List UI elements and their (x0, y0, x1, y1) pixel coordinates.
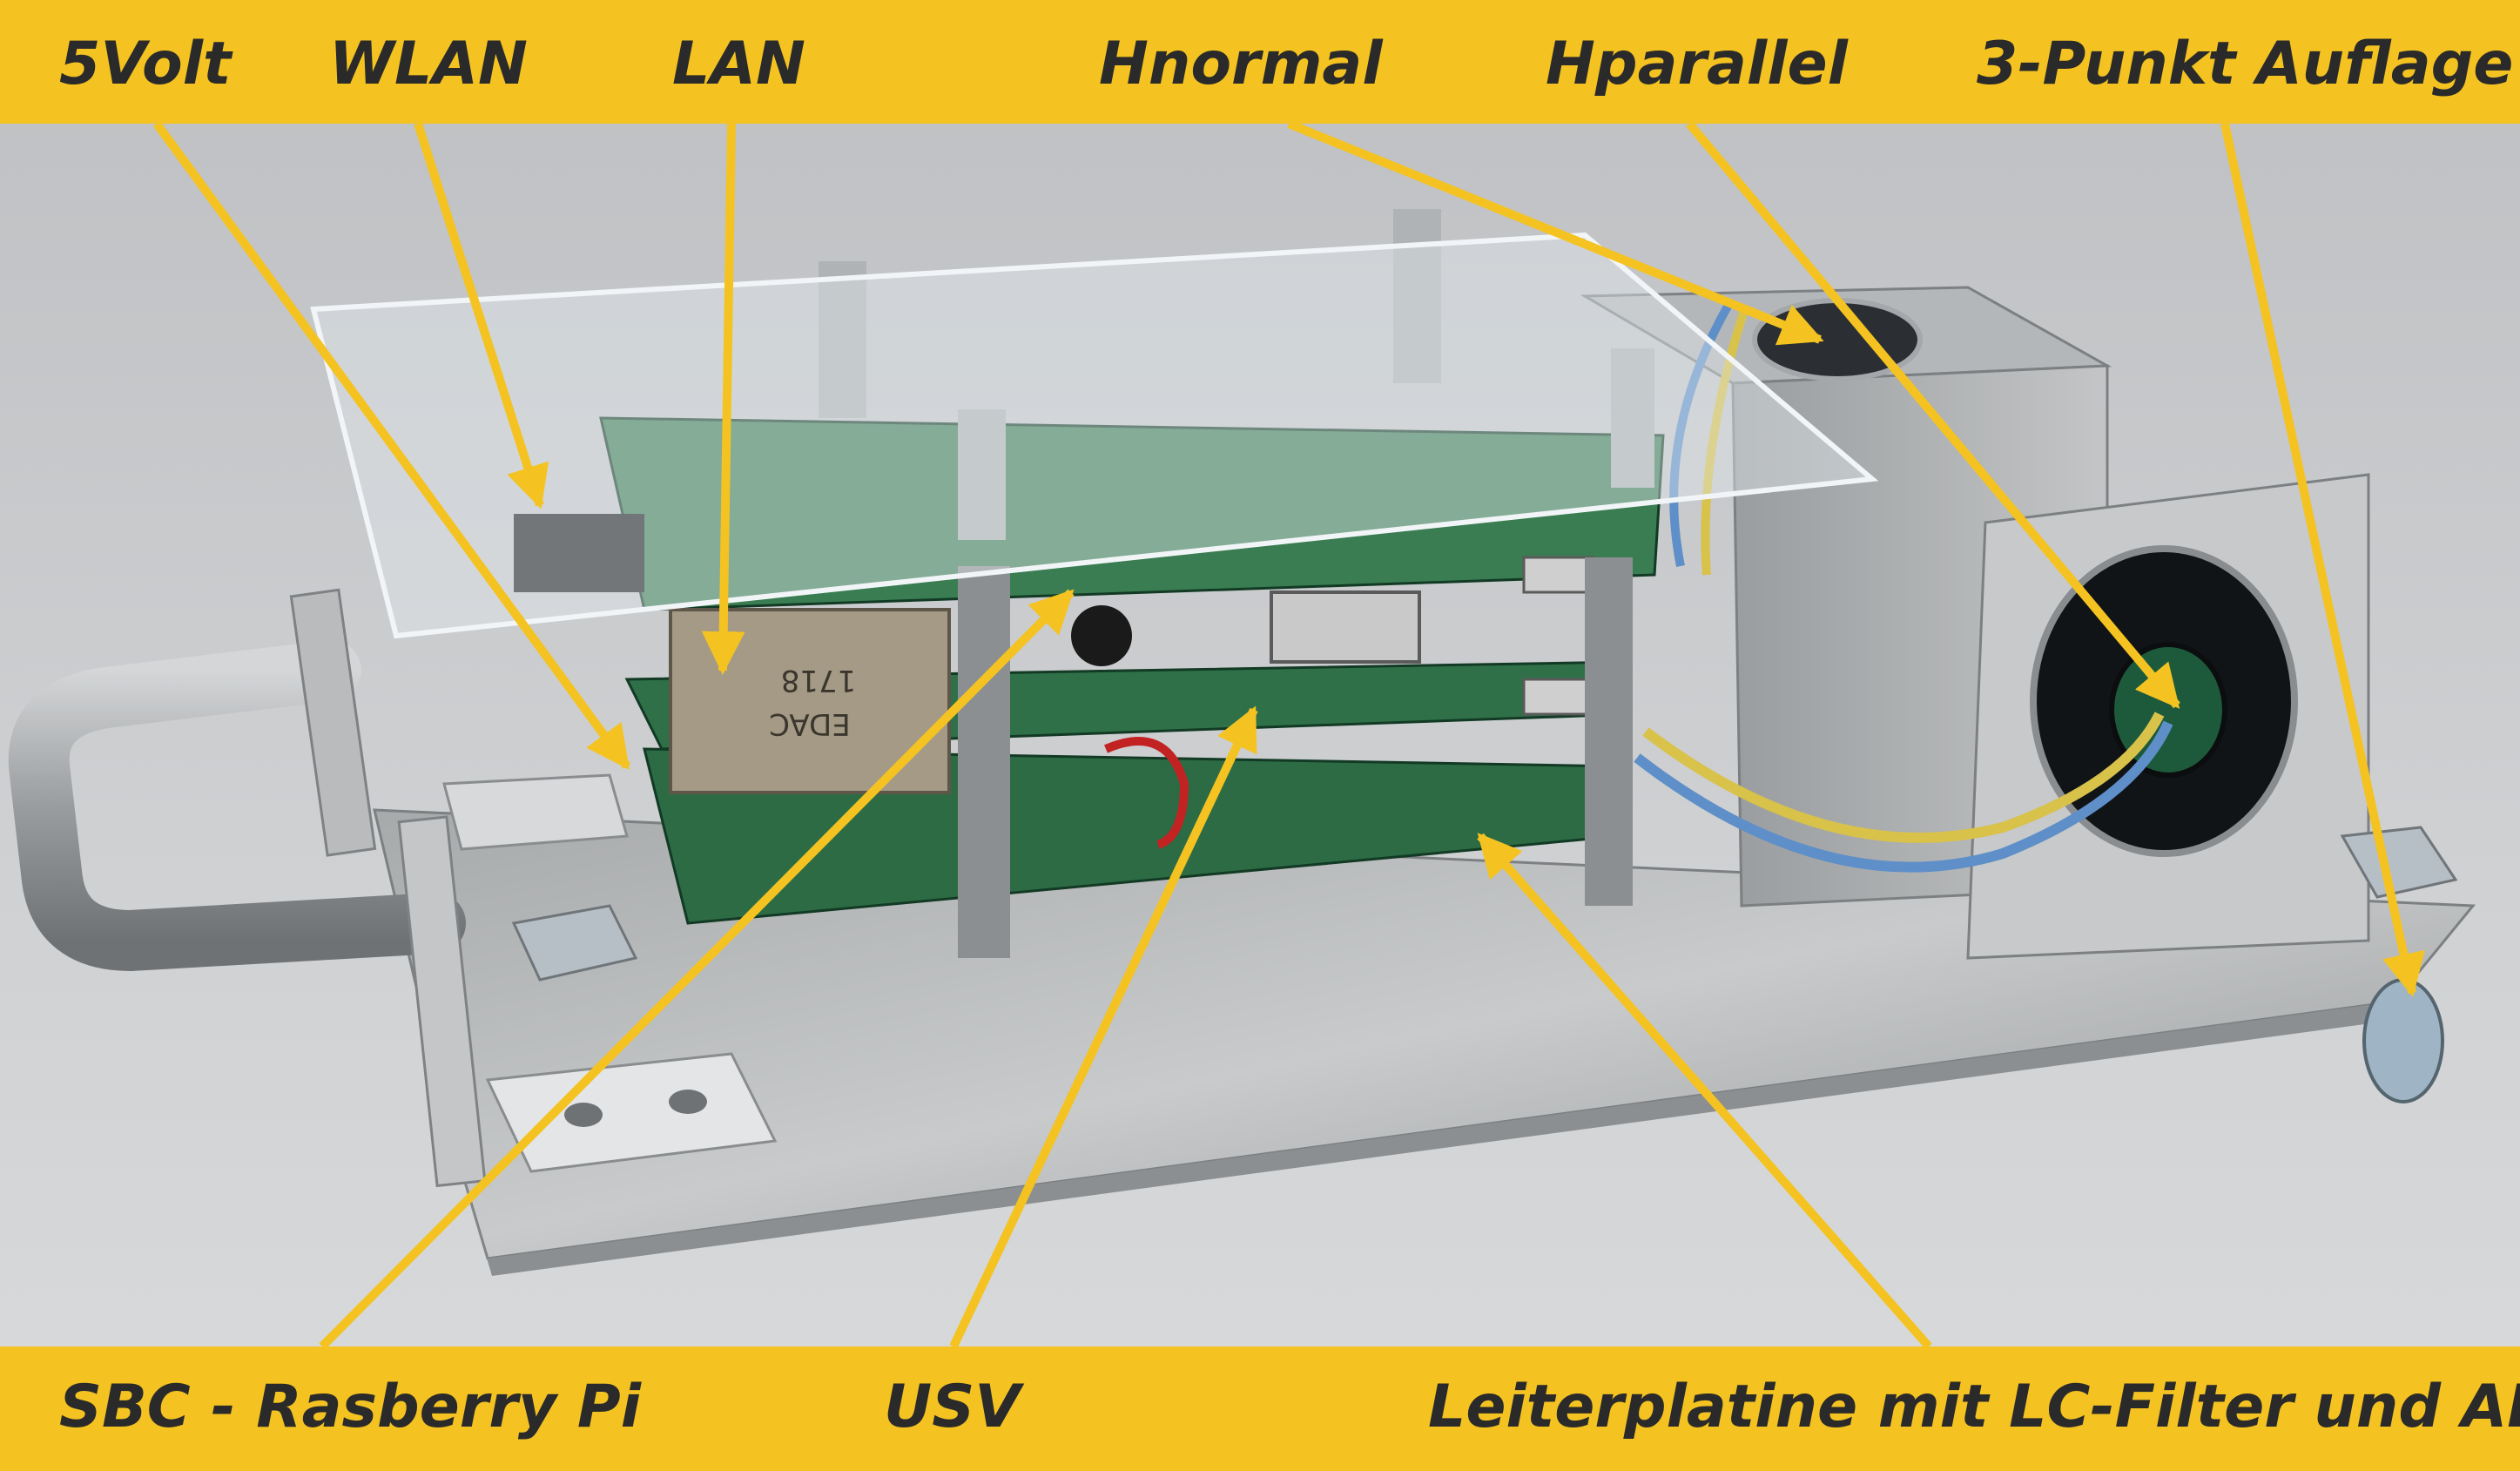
top-label-band: 5Volt WLAN LAN Hnormal Hparallel 3-Punkt… (0, 0, 2520, 124)
ethernet-port-brand: EDAC (769, 706, 850, 741)
bottom-label-band: SBC - Rasberry Pi USV Leiterplatine mit … (0, 1346, 2520, 1471)
label-3-punkt-auflage: 3-Punkt Auflage (1977, 30, 2514, 98)
label-5volt: 5Volt (59, 30, 232, 98)
standoff (958, 409, 1006, 540)
label-hparallel: Hparallel (1546, 30, 1848, 98)
bracket-foot-rear (442, 773, 629, 851)
rubber-foot (2362, 978, 2444, 1103)
wire-yellow (1642, 712, 2165, 843)
label-usv: USV (884, 1373, 1021, 1441)
bracket-hole (669, 1090, 707, 1114)
label-leiterplatine: Leiterplatine mit LC-Filter und ADC (1428, 1373, 2520, 1441)
ethernet-port-model: 1718 (781, 663, 857, 698)
standoff (1611, 348, 1654, 488)
carry-handle (8, 640, 466, 972)
bracket-hole (564, 1103, 603, 1127)
standoff (819, 261, 866, 418)
ethernet-port (669, 608, 951, 794)
micro-usb-port-2 (1522, 678, 1595, 716)
standoff (1585, 557, 1633, 906)
label-wlan: WLAN (329, 30, 528, 98)
label-lan: LAN (672, 30, 805, 98)
label-sbc-raspberry-pi: SBC - Rasberry Pi (59, 1373, 642, 1441)
micro-usb-port (1522, 556, 1595, 594)
sensor-coil-normal (1752, 298, 1923, 381)
standoff (958, 566, 1010, 958)
wire-blue (1634, 720, 2173, 873)
audio-jack (1071, 605, 1132, 666)
hdmi-port (1270, 590, 1421, 664)
label-hnormal: Hnormal (1099, 30, 1383, 98)
